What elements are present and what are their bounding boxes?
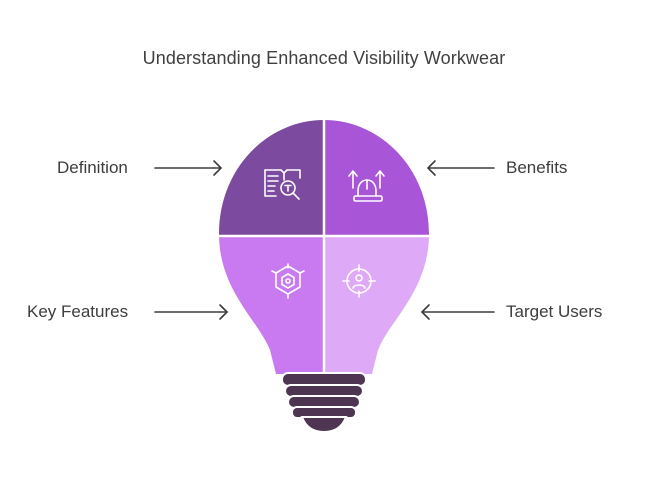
- label-definition: Definition: [57, 158, 128, 177]
- hard-hat-arrows-icon: [348, 170, 385, 202]
- hexagon-network-icon: [271, 263, 305, 299]
- bulb-base: [281, 372, 367, 434]
- label-target-users: Target Users: [506, 302, 603, 321]
- arrow-definition: [154, 160, 222, 176]
- book-search-icon: [264, 169, 301, 200]
- quadrant-target-users: [324, 236, 429, 374]
- label-benefits: Benefits: [506, 158, 568, 177]
- arrow-target-users: [421, 304, 495, 320]
- quadrant-key-features: [219, 236, 324, 374]
- arrow-key-features: [154, 304, 228, 320]
- bulb-glass: [219, 120, 429, 374]
- connector-arrows: [154, 160, 495, 320]
- arrow-benefits: [427, 160, 495, 176]
- label-key-features: Key Features: [27, 302, 129, 321]
- quadrant-definition: [219, 120, 324, 236]
- target-user-icon: [342, 264, 376, 298]
- diagram-title: Understanding Enhanced Visibility Workwe…: [142, 48, 506, 68]
